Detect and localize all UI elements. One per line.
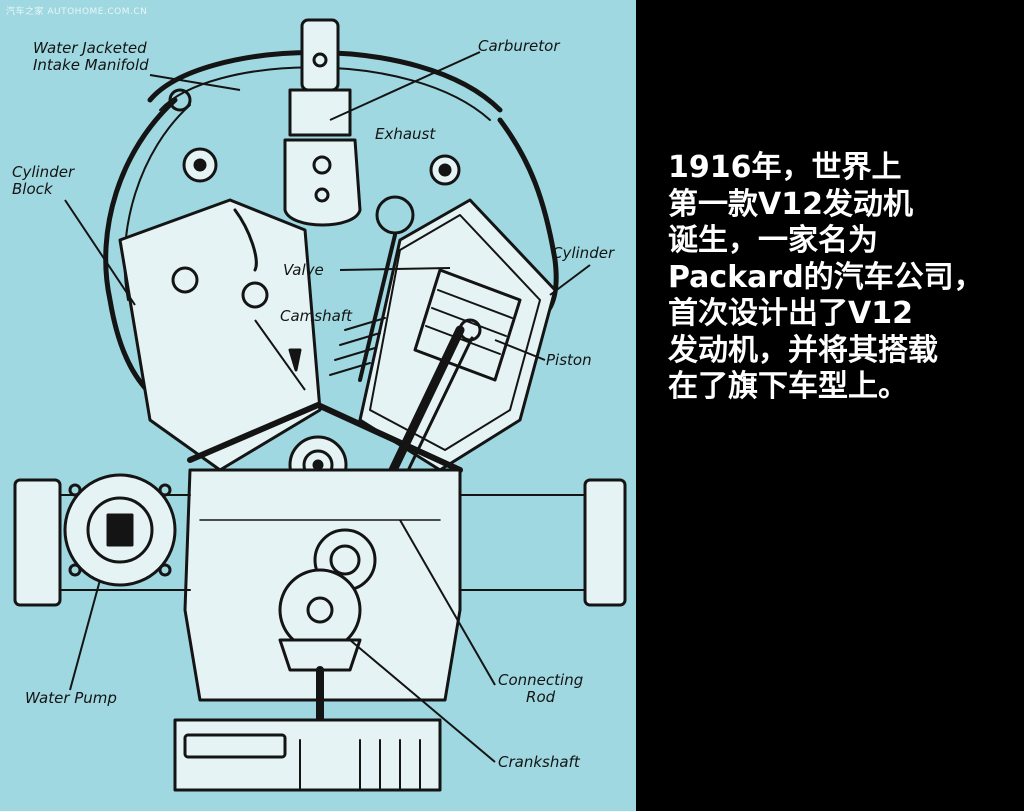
leader-cylinder: [549, 264, 591, 296]
watermark: 汽车之家 AUTOHOME.COM.CN: [6, 7, 148, 17]
leader-manifold: [149, 74, 241, 91]
valve-stem: [358, 233, 397, 382]
caption-line: 诞生，一家名为: [668, 223, 878, 258]
left-cylinder-bank: [118, 198, 322, 472]
caption-line: 1916年，世界上: [668, 150, 902, 185]
label-exhaust: Exhaust: [375, 125, 436, 143]
engine-cross-section-drawing: [13, 18, 627, 792]
crankshaft: [278, 568, 362, 652]
label-valve: Valve: [283, 261, 324, 279]
leader-cylinder-block: [64, 199, 136, 306]
right-housing: [583, 478, 627, 607]
caption-line: 在了旗下车型上。: [668, 369, 908, 404]
engine-diagram: 汽车之家 AUTOHOME.COM.CN Water Jacketed Inta…: [0, 0, 636, 811]
caption-line: 发动机，并将其搭载: [668, 332, 938, 368]
label-connecting-rod: Connecting Rod: [498, 671, 584, 706]
caption-line: 首次设计出了V12: [668, 296, 913, 331]
label-crankshaft: Crankshaft: [498, 753, 580, 771]
label-water-pump: Water Pump: [25, 689, 117, 707]
leader-valve: [339, 267, 451, 271]
leader-crankshaft: [349, 639, 496, 763]
label-piston: Piston: [546, 351, 592, 369]
leader-piston: [494, 339, 546, 361]
leader-carburetor: [329, 51, 481, 121]
water-pipe-left: [103, 97, 178, 413]
leader-connecting-rod: [399, 519, 496, 686]
label-cylinder: Cylinder: [552, 244, 615, 262]
left-housing: [13, 478, 62, 607]
caption-text: 1916年，世界上 第一款V12发动机 诞生，一家名为 Packard的汽车公司…: [668, 150, 1013, 406]
label-water-jacketed-intake-manifold: Water Jacketed Intake Manifold: [33, 39, 149, 74]
caption-line: Packard的汽车公司，: [668, 259, 984, 295]
oil-pan: [173, 718, 442, 792]
label-cylinder-block: Cylinder Block: [12, 163, 75, 198]
label-carburetor: Carburetor: [478, 37, 560, 55]
exhaust-manifold: [283, 138, 362, 227]
label-camshaft: Camshaft: [280, 307, 352, 325]
leader-camshaft: [254, 319, 306, 391]
caption-line: 第一款V12发动机: [668, 186, 913, 222]
leader-water-pump: [69, 579, 101, 691]
